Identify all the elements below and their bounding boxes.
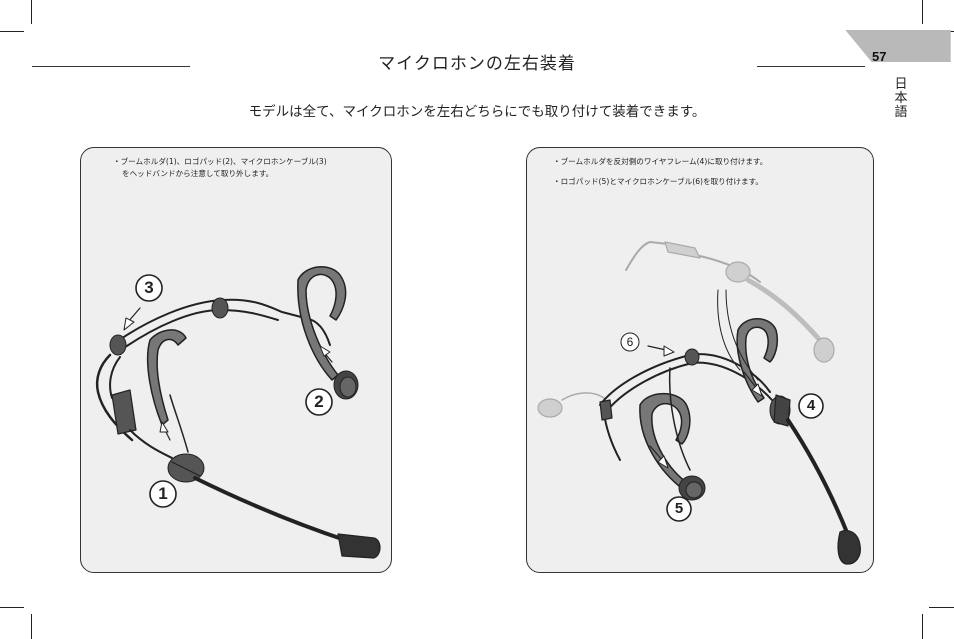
page-tab <box>845 30 951 62</box>
callout-circle-6 <box>620 332 640 352</box>
left-instruction-line-2: をヘッドバンドから注意して取り外します。 <box>122 169 274 178</box>
callout-2: 2 <box>314 392 324 411</box>
crop-mark <box>0 31 24 32</box>
page-subtitle: モデルは全て、マイクロホンを左右どちらにでも取り付けて装着できます。 <box>248 104 706 120</box>
callout-circle-5 <box>666 496 692 522</box>
crop-mark <box>922 614 923 639</box>
crop-mark <box>922 0 923 24</box>
left-instruction-line-1: ・ブームホルダ(1)、ロゴパッド(2)、マイクロホンケーブル(3) <box>113 157 327 166</box>
callout-circle-2 <box>305 388 333 416</box>
callout-5: 5 <box>674 500 684 517</box>
callout-4: 4 <box>806 397 816 414</box>
callout-6: 6 <box>626 335 634 349</box>
crop-mark <box>929 607 954 608</box>
language-tab-label: 日本語 <box>894 77 908 120</box>
page-number: 57 <box>872 49 887 64</box>
crop-mark <box>31 0 32 24</box>
right-instruction-line-1: ・ブームホルダを反対側のワイヤフレーム(4)に取り付けます。 <box>553 157 768 166</box>
callout-3: 3 <box>144 278 154 297</box>
left-instruction-panel <box>80 147 392 573</box>
right-instruction-panel <box>526 147 874 573</box>
callout-circle-4 <box>798 393 824 419</box>
page-title: マイクロホンの左右装着 <box>378 54 576 74</box>
crop-mark <box>31 614 32 639</box>
title-rule-right <box>757 66 865 67</box>
crop-mark <box>0 607 24 608</box>
callout-1: 1 <box>158 484 168 503</box>
right-instruction-line-2: ・ロゴパッド(5)とマイクロホンケーブル(6)を取り付けます。 <box>553 177 763 186</box>
title-rule-left <box>32 66 190 67</box>
callout-circle-3 <box>135 274 163 302</box>
callout-circle-1 <box>149 480 177 508</box>
